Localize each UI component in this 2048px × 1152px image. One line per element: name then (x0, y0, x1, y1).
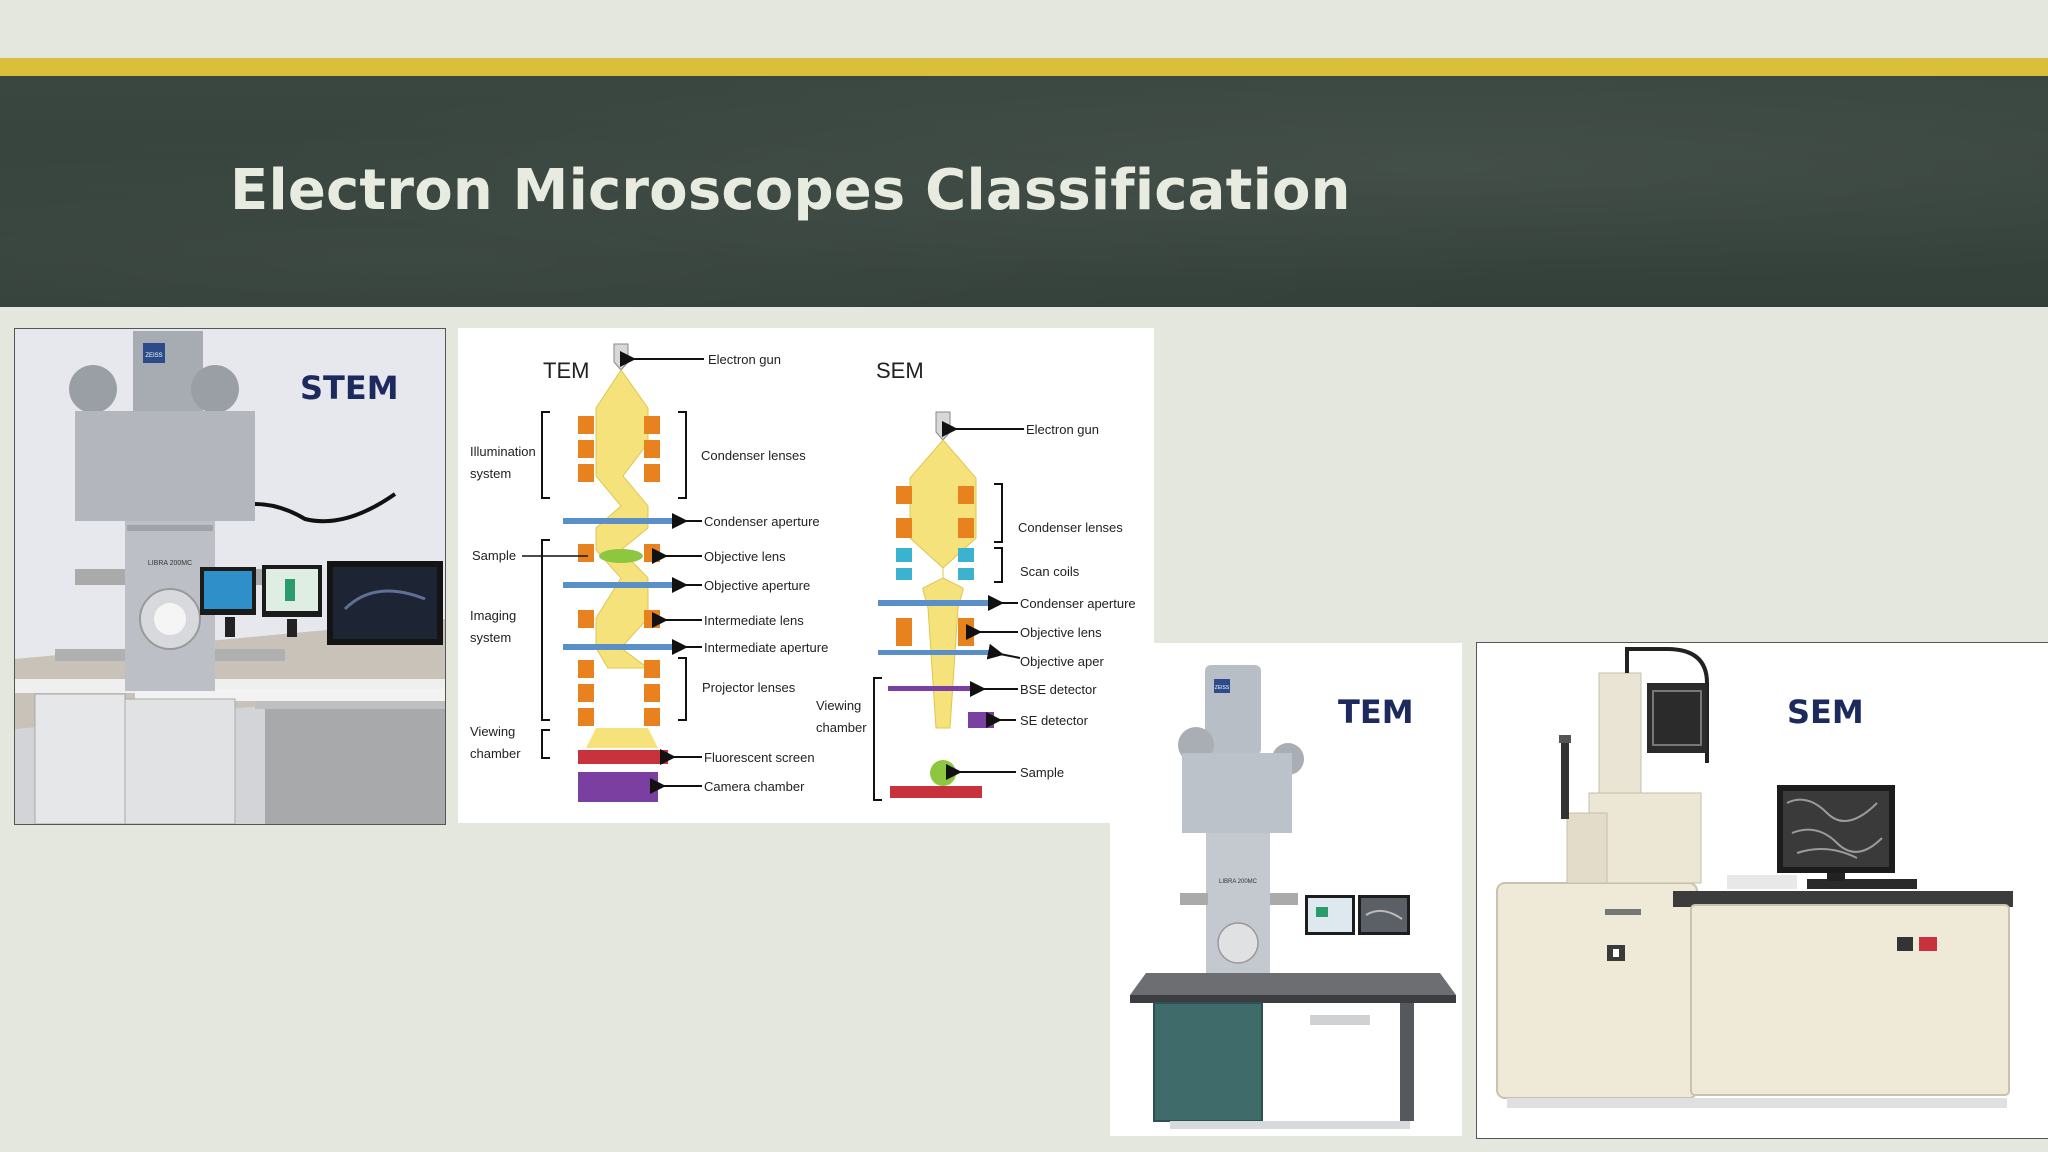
sem-label: SEM (1787, 693, 1864, 731)
sem-instrument-illustration (1477, 643, 2048, 1138)
tem-viewing-label-1: Viewing (470, 724, 515, 739)
tem-electron-gun (613, 343, 629, 371)
tem-condenser-aperture (563, 518, 681, 524)
schematic-diagram: TEM (470, 343, 1136, 802)
slide-title: Electron Microscopes Classification (230, 158, 1351, 223)
stem-logo-text: ZEISS (145, 353, 162, 359)
sem-sample-label: Sample (1020, 765, 1064, 780)
sem-se-detector (968, 712, 994, 728)
tem-camera-chamber (578, 772, 658, 802)
sem-photo: SEM (1476, 642, 2048, 1139)
sem-objective-aperture (878, 650, 996, 655)
sem-condenser-aperture (878, 600, 996, 606)
stem-model-text: LIBRA 200MC (148, 560, 192, 567)
sem-stage (890, 786, 982, 798)
sem-bse-detector (888, 686, 978, 691)
tem-imaging-label-2: system (470, 630, 511, 645)
tem-projector-lenses-label: Projector lenses (702, 680, 796, 695)
sem-beam-path (909, 439, 977, 729)
sem-sample (930, 760, 956, 786)
header-band (0, 76, 2048, 307)
tem-illumination-label-1: Illumination (470, 444, 536, 459)
stem-photo: ZEISS LIBRA 200MC STEM (14, 328, 446, 825)
tem-intermediate-lens-label: Intermediate lens (704, 613, 804, 628)
sem-condenser-lenses (896, 486, 974, 538)
sem-electron-gun (935, 411, 951, 441)
tem-sem-schematic: TEM (458, 328, 1154, 823)
tem-intermediate-aperture (563, 644, 681, 650)
tem-intermediate-aperture-label: Intermediate aperture (704, 640, 828, 655)
tem-projector-lenses (578, 660, 660, 726)
tem-objective-lens-label: Objective lens (704, 549, 786, 564)
tem-viewing-label-2: chamber (470, 746, 521, 761)
tem-sample-label: Sample (472, 548, 516, 563)
sem-objective-lens-label: Objective lens (1020, 625, 1102, 640)
tem-fluorescent-screen (578, 750, 668, 764)
tem-objective-aperture-label: Objective aperture (704, 578, 810, 593)
tem-photo: ZEISS LIBRA 200MC TEM (1110, 643, 1462, 1136)
tem-condenser-lenses-label: Condenser lenses (701, 448, 806, 463)
tem-label: TEM (1338, 693, 1414, 731)
tem-sample (599, 549, 643, 563)
sem-objective-aperture-label: Objective aper (1020, 654, 1104, 669)
stem-instrument-illustration: ZEISS LIBRA 200MC (15, 329, 445, 824)
tem-condenser-lenses (578, 416, 660, 482)
sem-bse-detector-label: BSE detector (1020, 682, 1097, 697)
tem-electron-gun-label: Electron gun (708, 352, 781, 367)
tem-condenser-aperture-label: Condenser aperture (704, 514, 820, 529)
tem-camera-chamber-label: Camera chamber (704, 779, 805, 794)
sem-electron-gun-label: Electron gun (1026, 422, 1099, 437)
sem-condenser-aperture-label: Condenser aperture (1020, 596, 1136, 611)
sem-se-detector-label: SE detector (1020, 713, 1089, 728)
tem-logo-text: ZEISS (1215, 685, 1230, 691)
tem-imaging-label-1: Imaging (470, 608, 516, 623)
sem-scan-coils (896, 548, 974, 580)
sem-condenser-lenses-label: Condenser lenses (1018, 520, 1123, 535)
tem-instrument-illustration: ZEISS LIBRA 200MC (1110, 643, 1462, 1136)
tem-illumination-label-2: system (470, 466, 511, 481)
sem-heading: SEM (876, 358, 924, 383)
tem-heading: TEM (543, 358, 589, 383)
tem-objective-aperture (563, 582, 681, 588)
gold-accent-bar (0, 58, 2048, 76)
sem-viewing-label-2: chamber (816, 720, 867, 735)
sem-viewing-label-1: Viewing (816, 698, 861, 713)
sem-scan-coils-label: Scan coils (1020, 564, 1080, 579)
stem-label: STEM (300, 369, 399, 407)
tem-fluorescent-screen-label: Fluorescent screen (704, 750, 815, 765)
tem-beam-end (586, 728, 658, 748)
tem-model-text: LIBRA 200MC (1219, 879, 1258, 885)
